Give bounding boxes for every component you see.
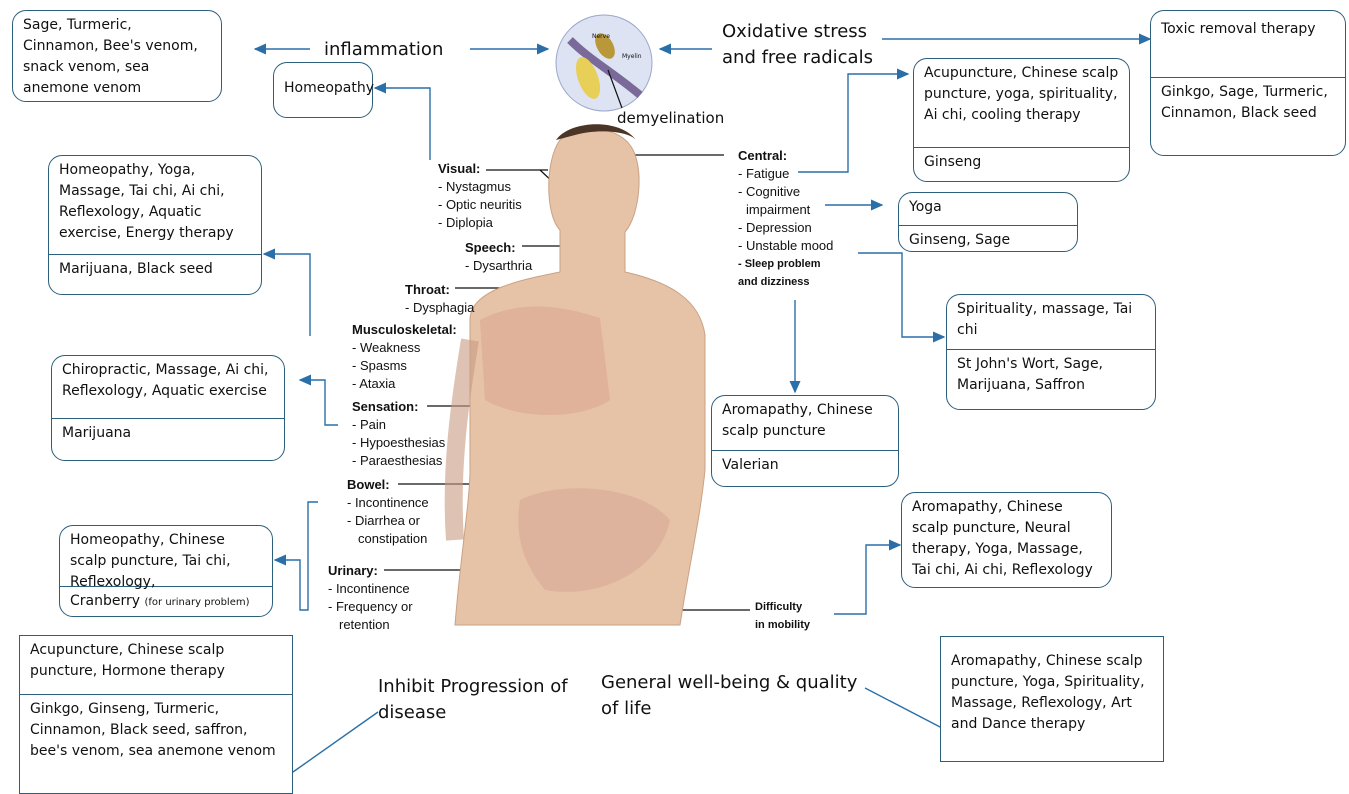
sleep-therapy-bottom: Valerian: [712, 450, 898, 480]
fatigue-therapy-top: Acupuncture, Chinese scalp puncture, yog…: [914, 59, 1129, 147]
musculo-item: - Spasms: [352, 357, 457, 375]
urinary-note: (for urinary problem): [145, 597, 250, 608]
mobility-label: Difficulty in mobility: [755, 598, 810, 634]
wellbeing-label: General well-being & quality of life: [601, 670, 861, 722]
cognitive-therapy-bottom: Ginseng, Sage: [899, 225, 1077, 255]
sensation-therapy-box: Chiropractic, Massage, Ai chi, Reflexolo…: [51, 355, 285, 461]
urinary-symptoms: Urinary: - Incontinence - Frequency or r…: [328, 562, 413, 634]
fatigue-therapy-bottom: Ginseng: [914, 147, 1129, 177]
wellbeing-therapy-box: Aromapathy, Chinese scalp puncture, Yoga…: [940, 636, 1164, 762]
visual-item: - Nystagmus: [438, 178, 522, 196]
wellbeing-therapy-text: Aromapathy, Chinese scalp puncture, Yoga…: [941, 637, 1163, 739]
speech-item: - Dysarthria: [465, 257, 532, 275]
bowel-item: - Diarrhea or: [347, 512, 429, 530]
central-item: - Cognitive: [738, 183, 833, 201]
mobility-therapy-text: Aromapathy, Chinese scalp puncture, Neur…: [902, 493, 1111, 585]
musculo-item: - Ataxia: [352, 375, 457, 393]
visual-item: - Optic neuritis: [438, 196, 522, 214]
visual-heading: Visual:: [438, 161, 480, 176]
cognitive-therapy-box: Yoga Ginseng, Sage: [898, 192, 1078, 252]
speech-symptoms: Speech: - Dysarthria: [465, 239, 532, 275]
sleep-therapy-top: Aromapathy, Chinese scalp puncture: [712, 396, 898, 450]
sensation-item: - Hypoesthesias: [352, 434, 445, 452]
mood-therapy-bottom: St John's Wort, Sage, Marijuana, Saffron: [947, 349, 1155, 400]
sensation-item: - Pain: [352, 416, 445, 434]
oxidative-stress-label: Oxidative stress and free radicals: [722, 19, 887, 71]
musculoskeletal-therapy-box: Homeopathy, Yoga, Massage, Tai chi, Ai c…: [48, 155, 262, 295]
urinary-item: - Incontinence: [328, 580, 413, 598]
visual-symptoms: Visual: - Nystagmus - Optic neuritis - D…: [438, 160, 522, 232]
bowel-item: constipation: [347, 530, 429, 548]
cognitive-therapy-top: Yoga: [899, 193, 1077, 225]
inflammation-therapy-text: Sage, Turmeric, Cinnamon, Bee's venom, s…: [13, 11, 221, 103]
central-heading: Central:: [738, 148, 787, 163]
inflammation-label: inflammation: [324, 37, 443, 63]
musculoskeletal-symptoms: Musculoskeletal: - Weakness - Spasms - A…: [352, 321, 457, 393]
speech-heading: Speech:: [465, 240, 516, 255]
central-item: - Fatigue: [738, 165, 833, 183]
urinary-item: - Frequency or: [328, 598, 413, 616]
sensation-heading: Sensation:: [352, 399, 418, 414]
sleep-therapy-box: Aromapathy, Chinese scalp puncture Valer…: [711, 395, 899, 487]
central-sleep: - Sleep problem: [738, 255, 833, 273]
musculo-item: - Weakness: [352, 339, 457, 357]
progression-therapy-box: Acupuncture, Chinese scalp puncture, Hor…: [19, 635, 293, 794]
sensation-therapy-bottom: Marijuana: [52, 418, 284, 448]
urinary-therapy-bottom: Cranberry: [70, 593, 140, 609]
urinary-item: retention: [328, 616, 413, 634]
homeopathy-box: Homeopathy: [273, 62, 373, 118]
central-item: impairment: [738, 201, 833, 219]
urinary-heading: Urinary:: [328, 563, 378, 578]
mobility-line: in mobility: [755, 616, 810, 634]
progression-therapy-bottom: Ginkgo, Ginseng, Turmeric, Cinnamon, Bla…: [20, 694, 292, 766]
central-item: - Depression: [738, 219, 833, 237]
myelin-label: Myelin: [622, 53, 642, 60]
fatigue-therapy-box: Acupuncture, Chinese scalp puncture, yog…: [913, 58, 1130, 182]
mobility-line: Difficulty: [755, 598, 810, 616]
bowel-symptoms: Bowel: - Incontinence - Diarrhea or cons…: [347, 476, 429, 548]
mood-therapy-box: Spirituality, massage, Tai chi St John's…: [946, 294, 1156, 410]
musculo-therapy-bottom: Marijuana, Black seed: [49, 254, 261, 284]
toxic-removal-bottom: Ginkgo, Sage, Turmeric, Cinnamon, Black …: [1151, 77, 1345, 128]
central-sleep2: and dizziness: [738, 273, 833, 291]
urinary-therapy-top: Homeopathy, Chinese scalp puncture, Tai …: [60, 526, 272, 586]
nerve-cell-illustration: [556, 15, 652, 111]
bowel-heading: Bowel:: [347, 477, 390, 492]
mood-therapy-top: Spirituality, massage, Tai chi: [947, 295, 1155, 349]
inflammation-therapy-box: Sage, Turmeric, Cinnamon, Bee's venom, s…: [12, 10, 222, 102]
demyelination-label: demyelination: [617, 109, 724, 127]
central-symptoms: Central: - Fatigue - Cognitive impairmen…: [738, 147, 833, 291]
musculo-therapy-top: Homeopathy, Yoga, Massage, Tai chi, Ai c…: [49, 156, 261, 254]
toxic-removal-top: Toxic removal therapy: [1151, 11, 1345, 77]
throat-heading: Throat:: [405, 282, 450, 297]
bowel-item: - Incontinence: [347, 494, 429, 512]
homeopathy-text: Homeopathy: [274, 63, 372, 103]
sensation-symptoms: Sensation: - Pain - Hypoesthesias - Para…: [352, 398, 445, 470]
musculo-heading: Musculoskeletal:: [352, 322, 457, 337]
throat-symptoms: Throat: - Dysphagia: [405, 281, 474, 317]
urinary-therapy-box: Homeopathy, Chinese scalp puncture, Tai …: [59, 525, 273, 617]
toxic-removal-box: Toxic removal therapy Ginkgo, Sage, Turm…: [1150, 10, 1346, 156]
nerve-label: Nerve: [592, 33, 610, 40]
central-item: - Unstable mood: [738, 237, 833, 255]
visual-item: - Diplopia: [438, 214, 522, 232]
throat-item: - Dysphagia: [405, 299, 474, 317]
sensation-therapy-top: Chiropractic, Massage, Ai chi, Reflexolo…: [52, 356, 284, 418]
mobility-therapy-box: Aromapathy, Chinese scalp puncture, Neur…: [901, 492, 1112, 588]
sensation-item: - Paraesthesias: [352, 452, 445, 470]
progression-therapy-top: Acupuncture, Chinese scalp puncture, Hor…: [20, 636, 292, 694]
progression-label: Inhibit Progression of disease: [378, 674, 578, 726]
